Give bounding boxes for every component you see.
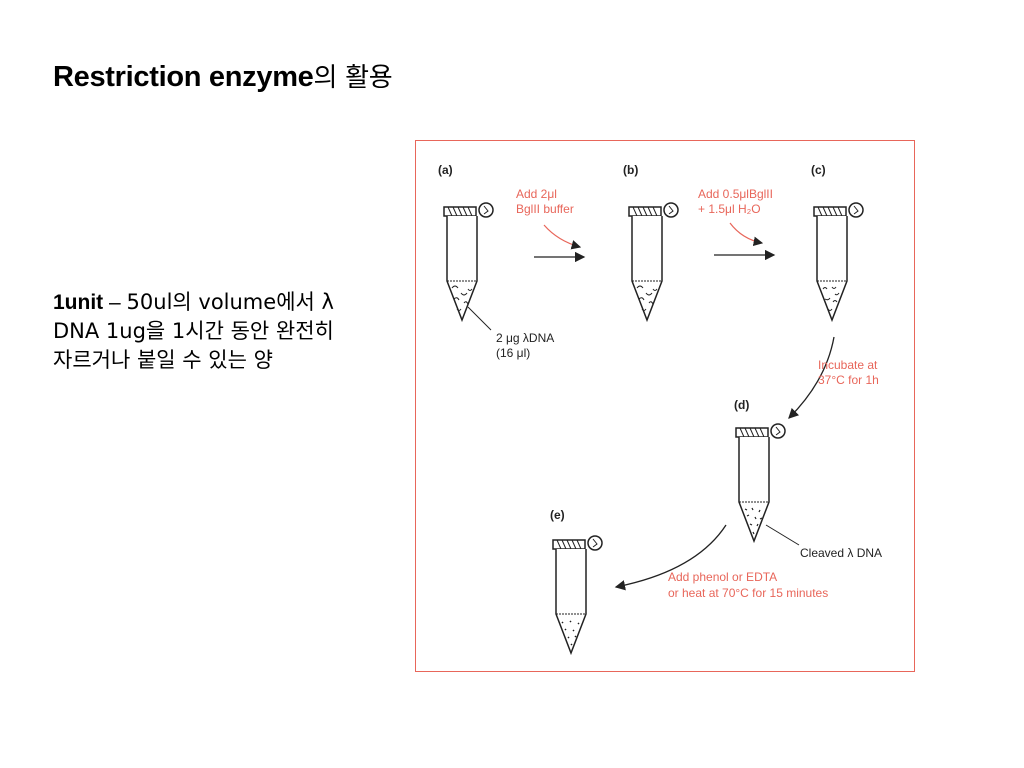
definition-line-1-text: 50ul의 volume에서 λ xyxy=(126,290,334,314)
step-de-line1: Add phenol or EDTA xyxy=(668,570,777,584)
arrow-c-to-d xyxy=(788,336,835,419)
tube-d-label: Cleaved λ DNA xyxy=(800,546,882,560)
tube-d xyxy=(735,423,786,544)
arrow-d-to-e xyxy=(614,524,727,591)
slide-title: Restriction enzyme의 활용 xyxy=(53,57,393,94)
definition-dash: – xyxy=(103,291,127,314)
step-bc-line2: + 1.5μl H₂O xyxy=(698,202,761,216)
step-de-line2: or heat at 70°C for 15 minutes xyxy=(668,586,828,600)
step-bc-line1: Add 0.5μlBglII xyxy=(698,187,773,201)
step-a-label: (a) xyxy=(438,163,453,177)
definition-line-3: 자르거나 붙일 수 있는 양 xyxy=(53,348,273,372)
definition-line-2: DNA 1ug을 1시간 동안 완전히 xyxy=(53,319,334,343)
protocol-diagram: (a) (b) (c) (d) (e) xyxy=(438,163,882,656)
tube-a-line1: 2 μg λDNA xyxy=(496,331,554,345)
step-d-label: (d) xyxy=(734,398,749,412)
definition-line-1: 1unit – 50ul의 volume에서 λ xyxy=(53,288,398,317)
tube-a-line2: (16 μl) xyxy=(496,346,530,360)
title-english: Restriction enzyme xyxy=(53,61,314,93)
red-arrow-ab xyxy=(543,224,582,250)
step-ab-line2: BglII buffer xyxy=(516,202,574,216)
unit-definition: 1unit – 50ul의 volume에서 λ DNA 1ug을 1시간 동안… xyxy=(53,288,398,375)
tube-c xyxy=(813,202,864,323)
step-e-label: (e) xyxy=(550,508,565,522)
pointer-d xyxy=(765,524,800,546)
tube-a xyxy=(443,202,494,323)
pointer-a xyxy=(467,306,492,331)
tube-b xyxy=(628,202,679,323)
red-arrow-bc xyxy=(729,222,764,247)
step-cd-line2: 37°C for 1h xyxy=(818,373,879,387)
definition-term: 1unit xyxy=(53,291,104,314)
title-korean: 의 활용 xyxy=(313,63,393,93)
step-c-label: (c) xyxy=(811,163,826,177)
step-ab-line1: Add 2μl xyxy=(516,187,557,201)
digestion-protocol-figure: (a) (b) (c) (d) (e) xyxy=(415,140,915,672)
step-cd-line1: Incubate at xyxy=(818,358,878,372)
tube-e xyxy=(552,535,603,656)
step-b-label: (b) xyxy=(623,163,638,177)
